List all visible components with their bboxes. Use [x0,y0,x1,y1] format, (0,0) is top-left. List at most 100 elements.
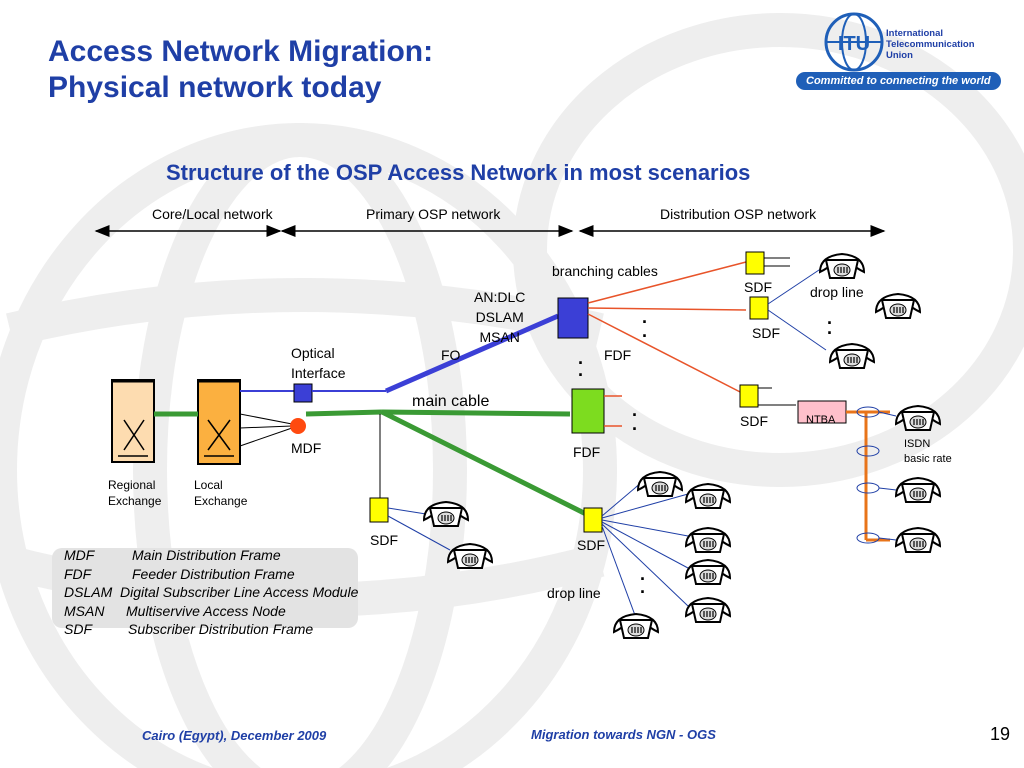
local-line-1: Local [194,478,223,492]
sdf-box-2 [749,296,769,320]
svg-text:.: . [632,414,637,434]
main-cable-3 [380,409,588,517]
section-distribution-label: Distribution OSP network [660,206,817,222]
main-cable-1 [305,409,383,417]
sdf-label-2: SDF [752,325,780,341]
mdf-node [290,418,306,434]
sdf-label-5: SDF [577,537,605,553]
local-exchange-label: Local Exchange [194,477,247,509]
drop-line-top-label: drop line [810,284,864,300]
footer-center: Migration towards NGN - OGS [531,727,716,742]
regional-exchange-label: Regional Exchange [108,477,161,509]
svg-text:.: . [578,360,583,380]
isdn-label: ISDN basic rate [904,437,952,467]
footer-location-date: Cairo (Egypt), December 2009 [142,728,327,743]
telephone-icon [875,293,921,319]
mdf-label: MDF [291,440,322,456]
drop-line-bottom-label: drop line [547,585,601,601]
itu-globe-icon: ITU [824,12,884,72]
branching-cables-label: branching cables [552,263,658,279]
optical-interface [293,383,313,403]
isdn-line-1: ISDN [904,438,931,450]
ntba-label: NTBA [806,414,836,426]
sdf-box-5 [583,507,603,533]
itu-name-line-2: Telecommunication [886,39,975,50]
sdf-box-3 [739,384,759,408]
itu-name-line-1: International [886,28,944,39]
itu-tagline: Committed to connecting the world [796,72,1001,90]
telephone-icon [895,477,941,503]
section-core-label: Core/Local network [152,206,273,222]
title-line-2: Physical network today [48,71,382,104]
isdn-line-2: basic rate [904,453,952,465]
regional-line-1: Regional [108,478,156,492]
main-cable-label: main cable [412,393,490,410]
telephone-icon [613,613,659,639]
telephone-icon [685,597,731,623]
itu-logo: ITU International Telecommunication Unio… [796,6,1020,96]
itu-mark: ITU [838,33,870,55]
local-exchange [197,379,241,465]
svg-text:.: . [642,307,647,327]
svg-text:.: . [642,321,647,341]
telephone-icon [829,343,875,369]
sdf-label-4: SDF [370,532,398,548]
telephone-icon [423,501,469,527]
telephone-icon [819,253,865,279]
optical-line-1: Optical [291,345,335,361]
branching-cables [587,261,747,396]
dots-fdf-top: . [578,348,583,368]
telephone-icon [447,543,493,569]
sdf-box-4 [369,497,389,523]
telephone-icon [685,527,731,553]
sdf-box-1 [745,251,765,275]
telephone-icon [895,527,941,553]
itu-name-line-3: Union [886,50,913,61]
telephone-icon [685,559,731,585]
fo-cable [385,313,559,394]
optical-interface-label: Optical Interface [291,343,345,383]
cross-connect-icon [204,419,234,457]
telephone-icon [637,471,683,497]
svg-text:.: . [640,577,645,597]
local-line-2: Exchange [194,494,248,508]
access-node-box [557,297,589,339]
isdn-bus [846,410,890,542]
page-title: Access Network Migration: Physical netwo… [48,34,433,106]
optical-line-2: Interface [291,365,346,381]
main-cable-2 [381,409,571,417]
title-line-1: Access Network Migration: [48,35,434,68]
an-line-3: MSAN [479,329,520,345]
fdf-bottom-label: FDF [573,444,601,460]
access-node-label: AN:DLC DSLAM MSAN [474,287,525,347]
local-mdf-links [239,413,293,447]
fdf-top-label: FDF [604,347,632,363]
sdf-label-1: SDF [744,279,772,295]
itu-name: International Telecommunication Union [886,28,975,61]
svg-text:.: . [632,400,637,420]
page-number: 19 [990,724,1011,744]
sdf-label-3: SDF [740,413,768,429]
cross-connect-icon [118,419,148,457]
diagram-subtitle: Structure of the OSP Access Network in m… [166,160,751,185]
regional-exchange [111,379,155,463]
fdf-box [571,388,605,434]
svg-text:.: . [827,318,832,338]
telephone-icon [685,483,731,509]
bottom-drop-lines [601,481,689,619]
regional-line-2: Exchange [108,494,162,508]
an-line-2: DSLAM [475,309,524,325]
svg-text:.: . [827,308,832,328]
section-primary-label: Primary OSP network [366,206,501,222]
an-line-1: AN:DLC [474,289,526,305]
fo-label: FO [441,347,461,363]
svg-text:.: . [640,564,645,584]
telephone-icon [895,405,941,431]
